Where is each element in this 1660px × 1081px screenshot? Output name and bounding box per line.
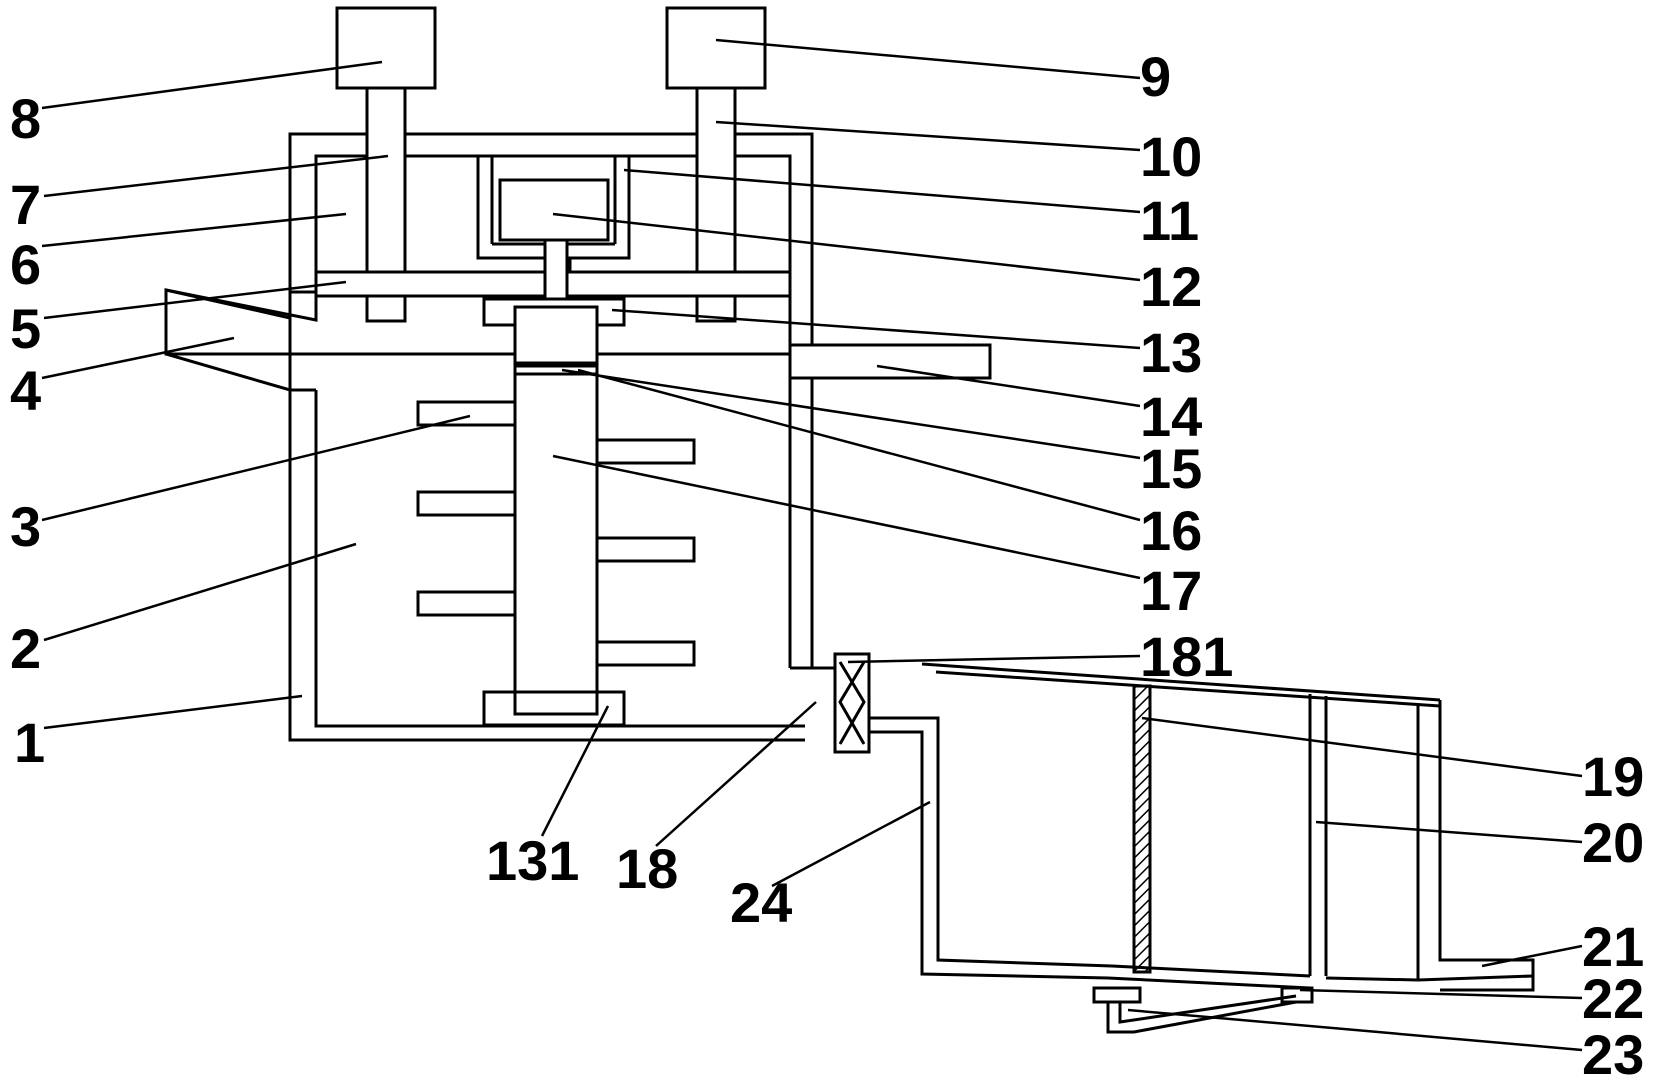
label-131: 131 [486,829,579,892]
part-labels: 8 9 10 7 11 6 12 5 13 4 14 15 3 16 17 2 … [10,45,1644,1081]
discharge-pipe [869,716,1113,980]
paddle [595,536,696,563]
label-20: 20 [1582,811,1644,874]
inlet-pipe-outline [164,288,316,392]
outlet-pipe [788,343,992,380]
inner-motor [498,178,610,242]
label-22: 22 [1582,967,1644,1030]
right-hinge [1280,986,1314,1004]
label-5: 5 [10,297,41,360]
bearing-inner [513,305,599,365]
main-tank-right-wall [788,134,835,670]
label-15: 15 [1140,437,1202,500]
label-24: 24 [730,871,792,934]
left-hinge [1092,986,1142,1004]
paddle [595,640,696,667]
label-2: 2 [10,617,41,680]
label-12: 12 [1140,255,1202,318]
label-18: 18 [616,837,678,900]
right-motor [665,6,767,90]
label-10: 10 [1140,125,1202,188]
inner-motor-housing [476,156,631,272]
paddle [416,490,517,517]
label-16: 16 [1140,499,1202,562]
label-6: 6 [10,233,41,296]
label-181: 181 [1140,625,1233,688]
label-21: 21 [1582,915,1644,978]
bottom-plate [1107,964,1419,990]
label-7: 7 [10,173,41,236]
filter-tank-walls [1416,700,1535,992]
label-23: 23 [1582,1023,1644,1081]
right-outlet-pipe [1417,974,1534,992]
label-14: 14 [1140,385,1202,448]
leader-lines [41,38,1583,1052]
label-9: 9 [1140,45,1171,108]
paddle [416,590,517,617]
label-19: 19 [1582,745,1644,808]
label-8: 8 [10,87,41,150]
label-11: 11 [1140,189,1199,252]
filter-divider [1308,694,1328,976]
main-tank-inner [314,390,805,728]
label-1: 1 [14,711,45,774]
label-4: 4 [10,359,41,422]
left-motor [335,6,437,90]
label-13: 13 [1140,321,1202,384]
rod-cap [513,364,599,376]
paddle [416,400,517,427]
filter-screen[interactable] [1132,684,1152,974]
main-tank-outer [288,354,805,742]
bottom-bearing-inner [513,690,599,716]
paddle [595,438,696,465]
stirring-rod [513,368,599,716]
valve-symbol [838,661,866,745]
label-17: 17 [1140,559,1202,622]
label-3: 3 [10,495,41,558]
filter-tank-top [921,662,1441,708]
